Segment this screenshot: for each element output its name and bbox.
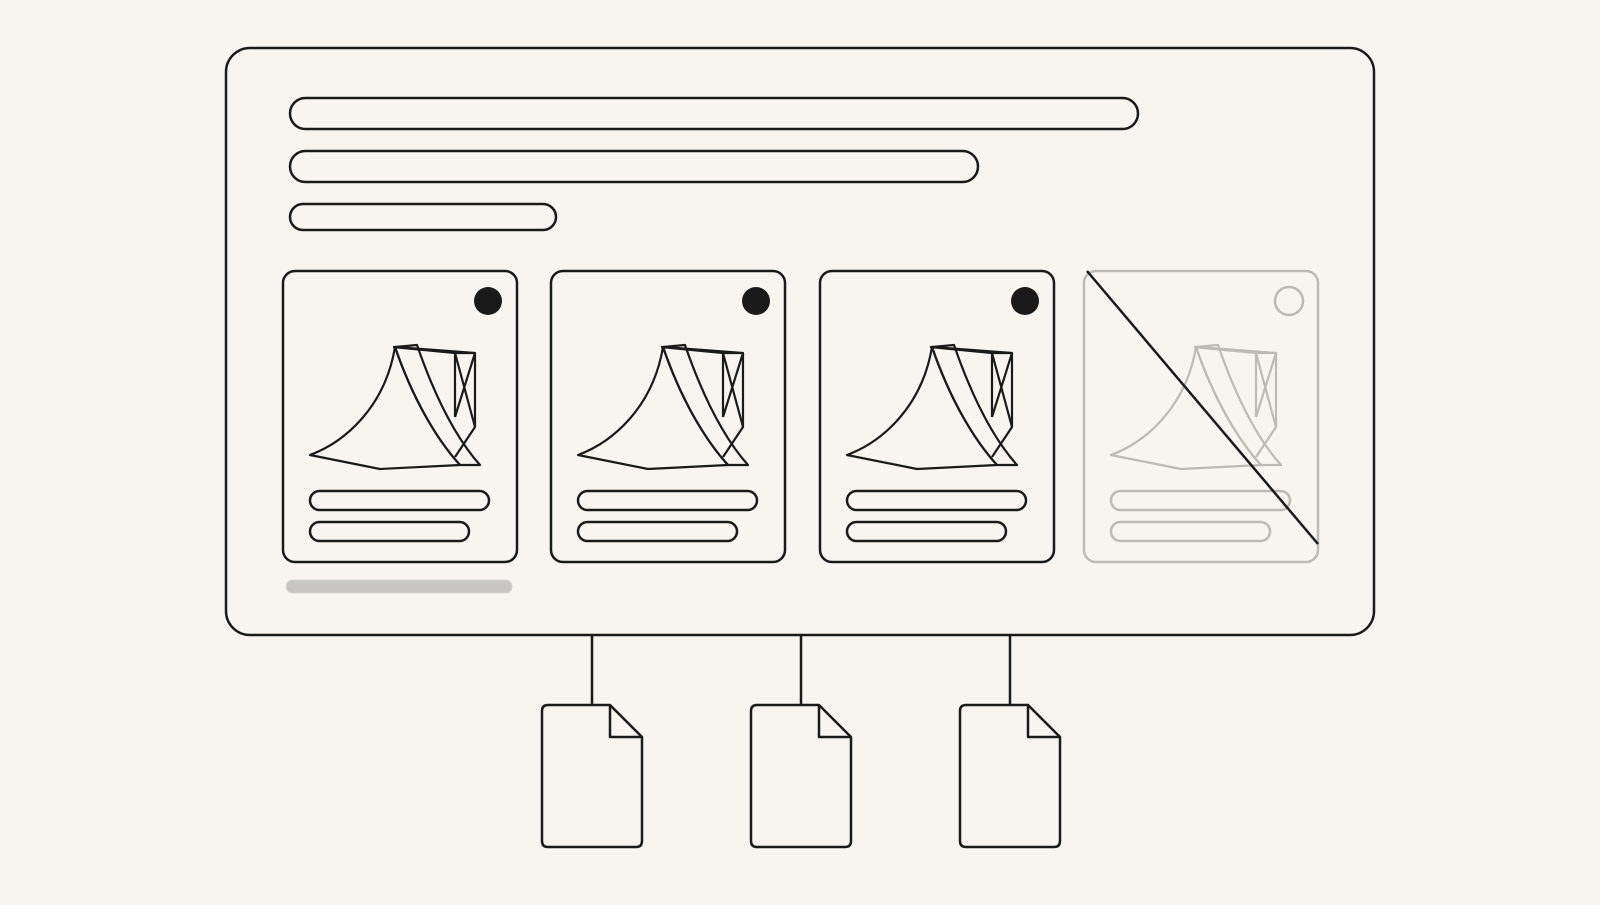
carousel-scrollbar[interactable] [285, 579, 513, 594]
document-icon[interactable] [540, 703, 644, 849]
product-title-line [845, 489, 1028, 512]
product-subtitle-line [1109, 520, 1272, 543]
product-card[interactable] [1082, 269, 1320, 564]
document-body [749, 703, 853, 849]
skate-ramp-icon [576, 343, 750, 471]
product-card[interactable] [818, 269, 1056, 564]
app-window [224, 46, 1376, 637]
product-cards [281, 269, 1320, 564]
product-card-frame [818, 269, 1056, 564]
header-text-line-1 [288, 96, 1140, 131]
product-subtitle-line [308, 520, 471, 543]
product-title-line [308, 489, 491, 512]
document-body [958, 703, 1062, 849]
product-subtitle-line [576, 520, 739, 543]
document-icon[interactable] [958, 703, 1062, 849]
product-card[interactable] [549, 269, 787, 564]
document-fold [1026, 705, 1060, 739]
product-title-line [1109, 489, 1292, 512]
selected-indicator-icon[interactable] [742, 287, 770, 315]
unselected-indicator-icon[interactable] [1273, 285, 1305, 317]
document-icon[interactable] [749, 703, 853, 849]
selected-indicator-icon[interactable] [1011, 287, 1039, 315]
skate-ramp-icon [1109, 343, 1283, 471]
document-body [540, 703, 644, 849]
product-title-line [576, 489, 759, 512]
header-text-line-2 [288, 149, 980, 184]
excluded-strike-line [1086, 270, 1319, 545]
product-card[interactable] [281, 269, 519, 564]
product-card-frame [1082, 269, 1320, 564]
skate-ramp-icon [308, 343, 482, 471]
header-text-line-3 [288, 202, 558, 232]
document-fold [608, 705, 642, 739]
document-fold [817, 705, 851, 739]
product-card-frame [281, 269, 519, 564]
skate-ramp-icon [845, 343, 1019, 471]
product-card-frame [549, 269, 787, 564]
product-subtitle-line [845, 520, 1008, 543]
selected-indicator-icon[interactable] [474, 287, 502, 315]
exported-documents [540, 635, 1062, 849]
